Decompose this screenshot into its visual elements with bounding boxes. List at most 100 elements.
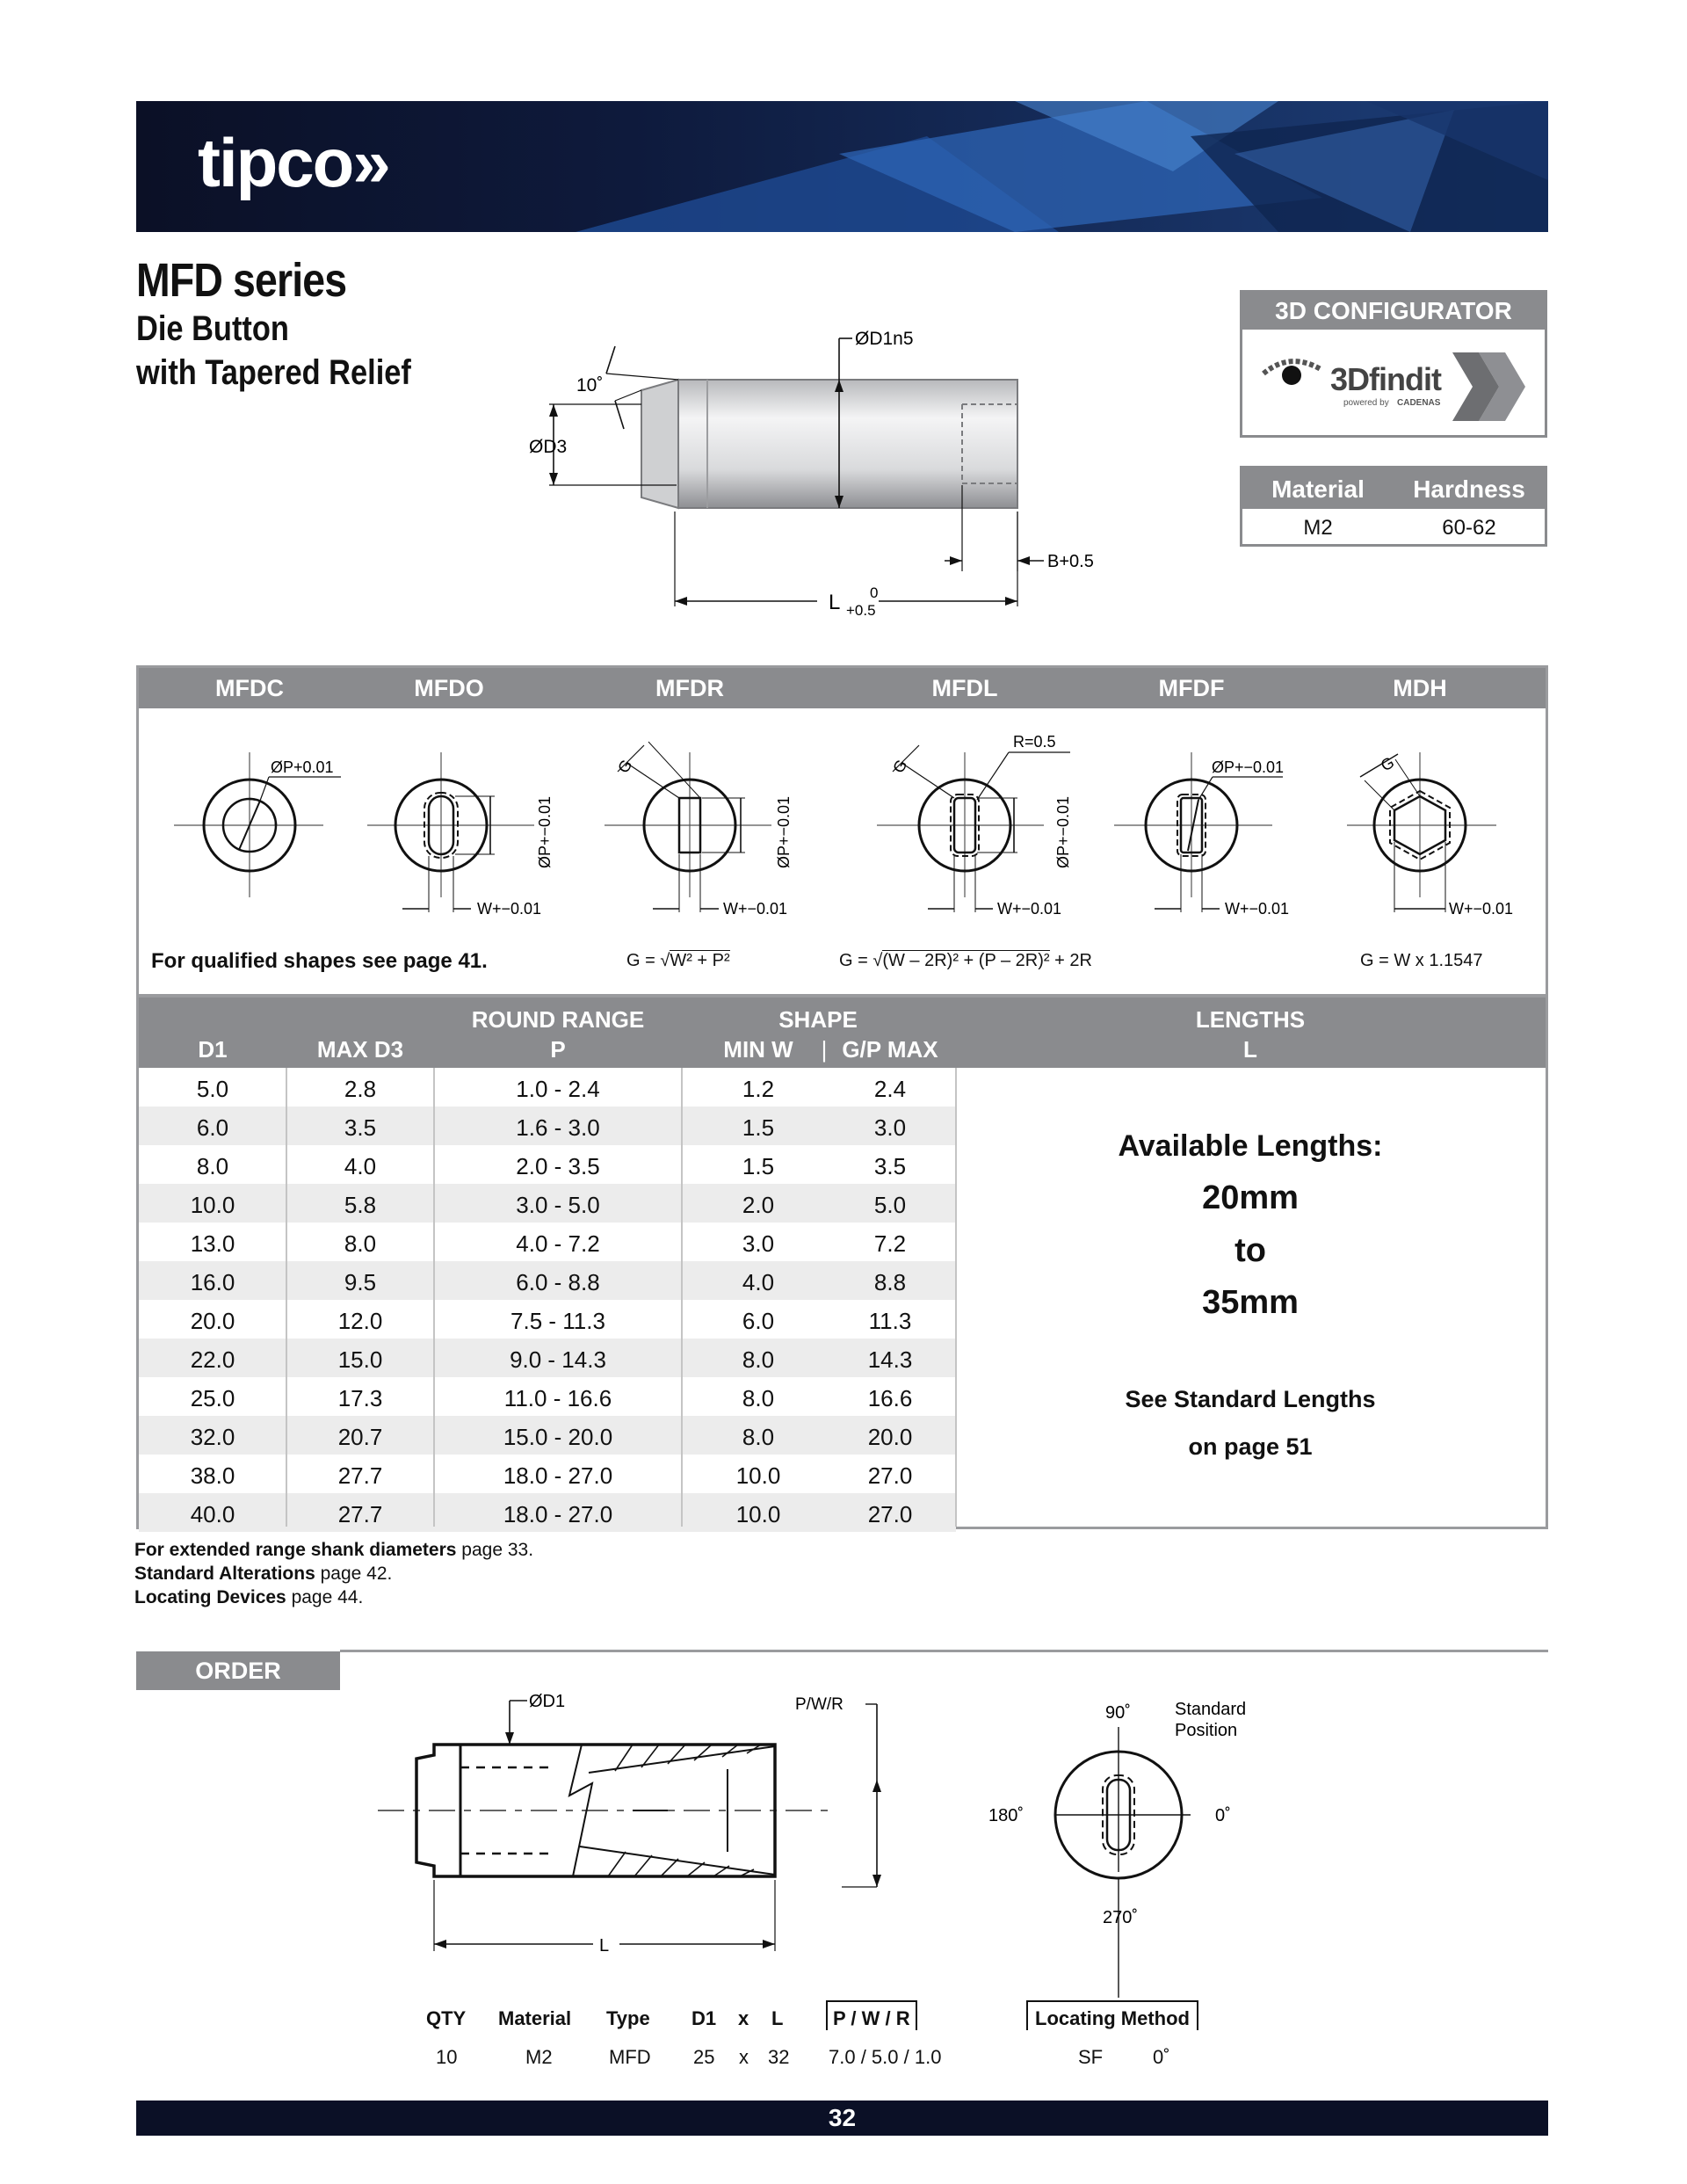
angle-0-label: 0˚ [1215, 1806, 1231, 1825]
table-cell: 8.8 [873, 1269, 907, 1295]
table-cell: 38.0 [190, 1462, 235, 1489]
mdh-diagram: G W+−0.01 [1347, 752, 1513, 918]
order-value-material: M2 [525, 2046, 553, 2068]
col-divider [955, 1068, 957, 1527]
mfdl-p-label: ØP+−0.01 [1054, 796, 1072, 868]
angle-90-label: 90˚ [1105, 1703, 1131, 1723]
table-cell: 9.5 [344, 1269, 377, 1295]
table-cell: 27.7 [337, 1501, 383, 1527]
formula-mdh: G = W x 1.1547 [1360, 951, 1483, 970]
table-cell: 32.0 [190, 1424, 235, 1450]
table-cell: 3.0 [873, 1114, 907, 1141]
table-cell: 1.6 - 3.0 [516, 1114, 600, 1141]
mfdl-g-label: G [889, 757, 910, 776]
table-cell: 1.0 - 2.4 [516, 1076, 600, 1102]
banner-graphic [136, 101, 1548, 232]
standard-position-label-1: Standard [1175, 1700, 1246, 1719]
table-cell: 16.0 [190, 1269, 235, 1295]
th-d1: D1 [198, 1036, 228, 1063]
col-divider [433, 1068, 435, 1527]
th-min-w: MIN W [723, 1036, 793, 1063]
l-dim-label: L [829, 591, 840, 614]
table-cell: 18.0 - 27.0 [503, 1462, 613, 1489]
table-cell: 4.0 - 7.2 [516, 1230, 600, 1257]
page-title: MFD series [136, 254, 347, 307]
table-cell: 7.2 [873, 1230, 907, 1257]
mfdc-p-label: ØP+0.01 [271, 758, 334, 776]
table-cell: 20.0 [190, 1308, 235, 1334]
l-tol-top: 0 [870, 584, 878, 601]
th-shape: SHAPE [778, 1006, 858, 1033]
shape-type-mdh: MDH [1393, 675, 1447, 701]
angle-180-label: 180˚ [988, 1806, 1024, 1825]
angle-270-label: 270˚ [1103, 1908, 1138, 1927]
order-value-qty: 10 [436, 2046, 458, 2068]
3dfindit-logo[interactable] [1255, 347, 1536, 426]
material-value: M2 [1303, 516, 1333, 540]
table-cell: 7.5 - 11.3 [510, 1308, 605, 1334]
shape-type-mfdl: MFDL [931, 675, 998, 701]
table-cell: 1.2 [742, 1076, 775, 1102]
table-cell: 2.0 - 3.5 [516, 1153, 600, 1179]
locating-position-diagram: 90˚ 180˚ 0˚ 270˚ Standard Position [988, 1700, 1246, 1998]
tipco-logo: tipco» [198, 124, 391, 201]
qualified-shapes-note: For qualified shapes see page 41. [151, 949, 488, 973]
table-cell: 10.0 [735, 1501, 781, 1527]
shape-type-mfdr: MFDR [655, 675, 724, 701]
table-cell: 5.8 [344, 1192, 377, 1218]
th-lengths: LENGTHS [1195, 1006, 1306, 1033]
table-cell: 25.0 [190, 1385, 235, 1411]
note-locating-devices: Locating Devices page 44. [134, 1587, 364, 1607]
available-lengths-to: to [1234, 1232, 1266, 1269]
page-subtitle-1: Die Button [136, 309, 289, 348]
material-hardness-box: Material Hardness M2 60-62 [1240, 466, 1547, 547]
order-value-d1: 25 [693, 2046, 715, 2068]
table-cell: 5.0 [873, 1192, 907, 1218]
formula-mfdr: G = √W² + P² [626, 950, 730, 970]
table-cell: 11.3 [868, 1308, 912, 1334]
available-lengths-from: 20mm [1202, 1179, 1299, 1216]
order-label-material: Material [498, 2007, 572, 2029]
d1-dim-label: ØD1n5 [855, 329, 914, 349]
mfdo-p-label: ØP+−0.01 [536, 796, 554, 868]
table-cell: 2.0 [742, 1192, 775, 1218]
mfdr-diagram: ØP+−0.01 W+−0.01 G [605, 741, 793, 918]
table-cell: 3.5 [344, 1114, 377, 1141]
table-cell: 8.0 [344, 1230, 377, 1257]
table-cell: 16.6 [867, 1385, 913, 1411]
mfdf-p-label: ØP+−0.01 [1212, 758, 1284, 776]
mfdr-w-label: W+−0.01 [723, 900, 787, 918]
mfdc-diagram: ØP+0.01 [174, 752, 341, 897]
hardness-value: 60-62 [1442, 516, 1496, 540]
dimensions-table: D1 MAX D3 ROUND RANGE P SHAPE MIN W | G/… [136, 995, 1548, 1532]
mfdl-diagram: R=0.5 ØP+−0.01 W+−0.01 G [877, 733, 1072, 918]
order-example-tab: ORDER EXAMPLE [136, 1651, 340, 1723]
order-label-pwr: P / W / R [826, 2000, 917, 2030]
table-cell: 6.0 - 8.8 [516, 1269, 600, 1295]
table-cell: 15.0 [337, 1346, 383, 1373]
table-cell: 9.0 - 14.3 [510, 1346, 606, 1373]
cadenas-text: CADENAS [1397, 398, 1441, 408]
mdh-w-label: W+−0.01 [1449, 900, 1513, 918]
b-dim-label: B+0.5 [1047, 552, 1094, 571]
3d-configurator-box[interactable]: 3D CONFIGURATOR 3Dfindit powered by CADE… [1240, 290, 1547, 438]
3d-configurator-header: 3D CONFIGURATOR [1242, 293, 1545, 330]
order-pwr-label: P/W/R [795, 1695, 844, 1714]
mfdr-g-label: G [614, 757, 635, 776]
standard-position-label-2: Position [1175, 1721, 1237, 1740]
d3-dim-label: ØD3 [529, 437, 567, 457]
table-cell: 13.0 [190, 1230, 235, 1257]
order-label-x: x [738, 2007, 749, 2029]
col-divider [286, 1068, 287, 1527]
shape-diagrams: ØP+0.01 ØP+−0.01 W+−0.01 [174, 733, 1513, 918]
th-gp-max: G/P MAX [842, 1036, 938, 1063]
table-cell: 2.4 [873, 1076, 907, 1102]
th-l: L [1243, 1036, 1257, 1063]
table-header: D1 MAX D3 ROUND RANGE P SHAPE MIN W | G/… [139, 998, 1546, 1068]
